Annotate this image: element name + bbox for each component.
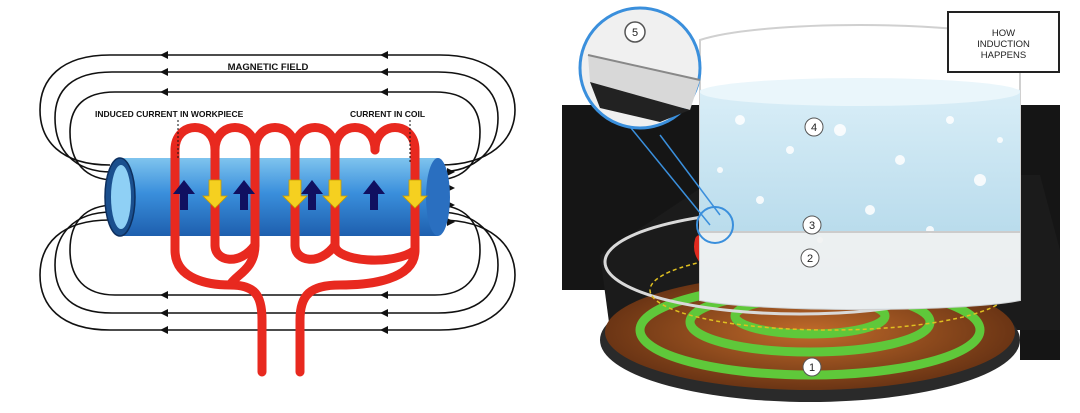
callout-3: 3 [809,220,815,232]
induction-cooktop-diagram: 1 2 3 4 5 [562,6,1060,402]
magnetic-field-label: MAGNETIC FIELD [228,62,309,73]
pot-base-zoom-inset [578,6,734,244]
coil-current-arrows [202,179,428,209]
label-leader-lines [177,120,411,162]
callout-2: 2 [807,253,813,265]
current-in-coil-label: CURRENT IN COIL [350,109,425,119]
callout-5: 5 [632,27,638,39]
induced-current-label: INDUCED CURRENT IN WORKPIECE [95,109,244,119]
workpiece-cylinder [104,157,450,237]
title-line-3: HAPPENS [980,49,1027,61]
induced-current-arrows [173,180,385,210]
magnetic-field-lines [39,54,516,331]
induction-heating-diagram: MAGNETIC FIELD INDUCED CURRENT IN WORKPI… [39,51,516,377]
title-line-2: INDUCTION [977,38,1030,50]
cooking-pot [699,24,1021,310]
induction-coil [170,123,420,377]
callout-4: 4 [811,122,817,134]
how-induction-happens-title: HOW INDUCTION HAPPENS [947,11,1060,73]
title-line-1: HOW [991,27,1016,39]
callout-markers: 1 2 3 4 5 [632,27,824,377]
callout-1: 1 [809,362,815,374]
